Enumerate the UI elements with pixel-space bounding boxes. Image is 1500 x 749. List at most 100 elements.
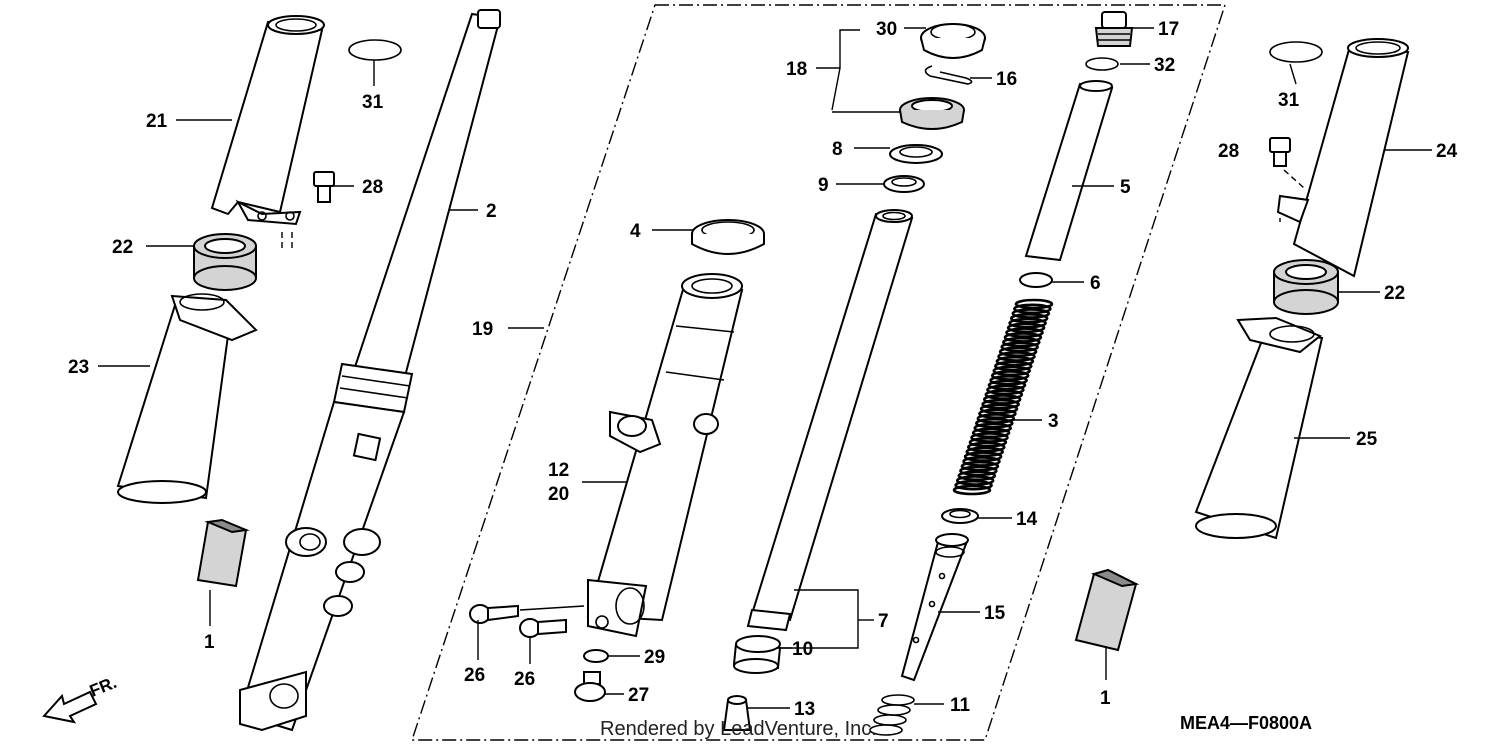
spring-coil bbox=[995, 355, 1035, 367]
callout-20: 20 bbox=[548, 484, 569, 505]
spring-coil bbox=[1003, 332, 1043, 343]
callout-6: 6 bbox=[1090, 273, 1101, 294]
spring-coil bbox=[1006, 322, 1046, 334]
part-14-piston-ring[interactable] bbox=[941, 508, 979, 524]
fork-axle-bosses bbox=[285, 527, 381, 617]
callout-17: 17 bbox=[1158, 19, 1179, 40]
part-26-bolt-lower[interactable] bbox=[519, 618, 567, 638]
part-22-guide-left[interactable] bbox=[193, 233, 257, 291]
part-30-dust-seal[interactable] bbox=[920, 23, 986, 59]
callout-7: 7 bbox=[878, 611, 889, 632]
part-28-bolt-right[interactable] bbox=[1269, 137, 1291, 167]
part-16-clip[interactable] bbox=[924, 65, 973, 85]
spring-coil bbox=[1014, 298, 1054, 310]
callout-13: 13 bbox=[794, 699, 815, 720]
part-11-rebound-spring[interactable] bbox=[869, 694, 915, 736]
part-26-bolt-upper[interactable] bbox=[469, 604, 585, 624]
part-5-spacer[interactable] bbox=[1024, 80, 1114, 262]
spring-coil bbox=[982, 394, 1022, 405]
part-7-fork-tube[interactable] bbox=[746, 209, 914, 632]
part-13-piston[interactable] bbox=[722, 695, 752, 731]
spring-coil bbox=[990, 370, 1030, 381]
part-1-slider-left[interactable] bbox=[196, 518, 250, 588]
spring-coil bbox=[974, 417, 1014, 429]
callout-4: 4 bbox=[630, 221, 641, 242]
callout-12: 12 bbox=[548, 460, 569, 481]
spring-coil bbox=[963, 451, 1003, 462]
part-31-o-ring-left[interactable] bbox=[348, 39, 402, 61]
callout-14: 14 bbox=[1016, 509, 1038, 530]
part-12-fork-slider[interactable] bbox=[586, 273, 744, 638]
front-arrow-icon bbox=[42, 690, 98, 724]
spring-coil bbox=[955, 475, 995, 486]
callout-16: 16 bbox=[996, 69, 1017, 90]
part-9-bushing[interactable] bbox=[883, 175, 925, 193]
part-4-oil-seal[interactable] bbox=[691, 219, 765, 255]
spring-coil bbox=[952, 484, 992, 496]
part-23-lower-cover[interactable] bbox=[116, 293, 258, 504]
part-24-fork-cover-right[interactable] bbox=[1276, 38, 1410, 278]
part-3-fork-spring[interactable] bbox=[952, 298, 1054, 496]
part-28-bolt-left[interactable] bbox=[313, 171, 335, 203]
leader-lines bbox=[98, 27, 1432, 709]
spring-coil bbox=[965, 446, 1005, 458]
spring-coil bbox=[978, 408, 1017, 420]
spring-coil bbox=[1001, 336, 1041, 348]
part-1-slider-right[interactable] bbox=[1074, 568, 1140, 652]
watermark: Rendered by LeadVenture, Inc. bbox=[600, 718, 877, 740]
callout-15: 15 bbox=[984, 603, 1006, 624]
part-32-o-ring[interactable] bbox=[1085, 57, 1119, 71]
spring-coil bbox=[992, 365, 1032, 377]
part-8-back-up-ring[interactable] bbox=[889, 144, 943, 164]
callout-31-right: 31 bbox=[1278, 90, 1300, 111]
callout-23: 23 bbox=[68, 357, 89, 378]
spring-coil bbox=[1000, 341, 1040, 353]
spring-coil bbox=[966, 441, 1006, 453]
spring-coil bbox=[986, 384, 1025, 396]
spring-coil bbox=[968, 436, 1008, 448]
callout-10: 10 bbox=[792, 639, 813, 660]
spring-coil bbox=[987, 379, 1027, 391]
part-15-damper-rod[interactable] bbox=[900, 533, 969, 682]
part-2-fork-assembly[interactable] bbox=[238, 9, 502, 732]
part-18-oil-seal[interactable] bbox=[899, 97, 965, 130]
callout-19: 19 bbox=[472, 319, 493, 340]
spring-coil bbox=[998, 346, 1038, 358]
callout-26-lower: 26 bbox=[514, 669, 535, 690]
callout-9: 9 bbox=[818, 175, 829, 196]
callout-21: 21 bbox=[146, 111, 168, 132]
callout-1-left: 1 bbox=[204, 632, 215, 653]
part-29-washer[interactable] bbox=[583, 649, 609, 663]
callout-28-left: 28 bbox=[362, 177, 383, 198]
part-17-fork-cap[interactable] bbox=[1094, 11, 1134, 47]
spring-coil bbox=[960, 460, 1000, 472]
spring-coil bbox=[993, 360, 1033, 372]
assembly-boundary bbox=[411, 4, 1226, 741]
spring-coil bbox=[971, 427, 1011, 439]
callout-3: 3 bbox=[1048, 411, 1059, 432]
callout-25: 25 bbox=[1356, 429, 1378, 450]
spring-coil bbox=[1008, 317, 1047, 329]
front-indicator-label: FR. bbox=[87, 673, 120, 701]
callout-11: 11 bbox=[950, 695, 971, 716]
part-10-bushing[interactable] bbox=[732, 635, 782, 674]
callout-29: 29 bbox=[644, 647, 665, 668]
spring-coil bbox=[984, 389, 1024, 400]
spring-coil bbox=[1013, 303, 1052, 315]
part-27-drain-bolt[interactable] bbox=[574, 671, 606, 702]
callout-18: 18 bbox=[786, 59, 807, 80]
part-31-o-ring-right[interactable] bbox=[1269, 41, 1323, 63]
diagram-code: MEA4—F0800A bbox=[1180, 713, 1313, 733]
part-6-spring-seat[interactable] bbox=[1019, 272, 1053, 288]
spring-coil bbox=[970, 432, 1009, 443]
part-25-lower-cover-right[interactable] bbox=[1194, 316, 1324, 540]
spring-coil bbox=[973, 422, 1013, 434]
spring-coil bbox=[989, 374, 1028, 386]
callout-1-right: 1 bbox=[1100, 688, 1111, 709]
callout-22-right: 22 bbox=[1384, 283, 1405, 304]
spring-coil bbox=[1009, 312, 1049, 324]
callout-30: 30 bbox=[876, 19, 897, 40]
part-21-fork-cover[interactable] bbox=[210, 15, 325, 226]
spring-coil bbox=[962, 456, 1001, 467]
part-22-guide-right[interactable] bbox=[1273, 259, 1339, 315]
